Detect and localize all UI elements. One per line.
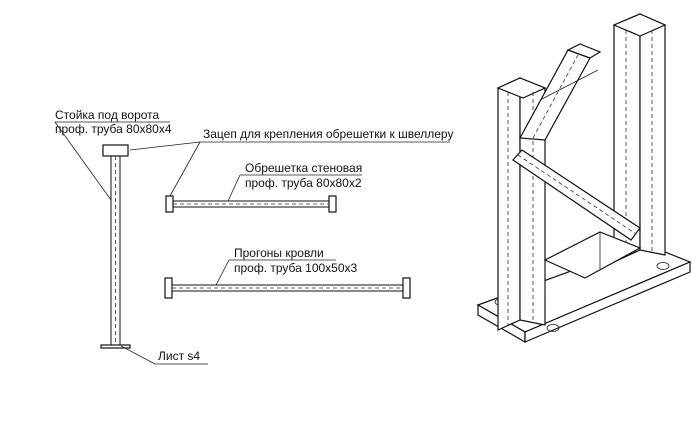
hook-label-text: Зацеп для крепления обрешетки к швеллеру — [203, 127, 453, 141]
wall-lathing-beam — [165, 195, 337, 213]
gate-post-label-line1: Стойка под ворота — [55, 108, 160, 122]
bolt-hole-icon — [656, 262, 670, 270]
right-channel — [612, 13, 667, 263]
diagonal-brace — [512, 149, 641, 241]
gate-post-label-line2: проф. труба 80x80x4 — [55, 122, 172, 136]
wall-lathing-label-line2: проф. труба 80x80x2 — [245, 176, 362, 190]
wall-lathing-label: Обрешетка стеновая проф. труба 80x80x2 — [227, 161, 362, 202]
roof-purlin-label-line1: Прогоны кровли — [234, 246, 324, 260]
bolt-hole-icon — [546, 324, 560, 332]
roof-purlin-label-line2: проф. труба 100x50x3 — [234, 261, 358, 275]
gate-post — [100, 144, 131, 349]
roof-beam — [519, 43, 602, 141]
sheet-label-text: Лист s4 — [158, 349, 200, 363]
roof-purlin-beam — [164, 277, 411, 299]
hook-label: Зацеп для крепления обрешетки к швеллеру — [129, 127, 453, 197]
sheet-label: Лист s4 — [120, 345, 208, 365]
wall-lathing-label-line1: Обрешетка стеновая — [245, 161, 362, 175]
roof-purlin-label: Прогоны кровли проф. труба 100x50x3 — [215, 246, 358, 286]
gusset-plate — [543, 231, 642, 300]
gate-post-label: Стойка под ворота проф. труба 80x80x4 — [54, 108, 172, 201]
isometric-assembly — [476, 13, 692, 344]
